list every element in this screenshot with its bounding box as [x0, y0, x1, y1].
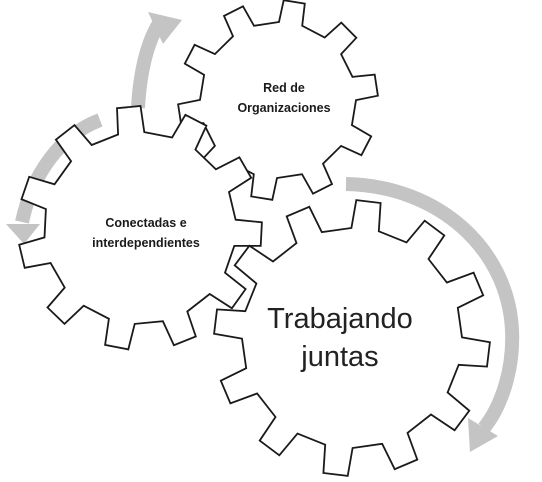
gear-trabajando-juntas [213, 199, 491, 477]
gear-red-de-organizaciones [177, 0, 379, 201]
gear-conectadas-e-interdependientes [18, 105, 263, 351]
arrow-top-head [148, 12, 182, 44]
arrow-top-curved [131, 18, 166, 109]
arrow-right-head [468, 418, 498, 452]
arrow-left-curved [15, 113, 103, 224]
gears-group [18, 0, 491, 477]
cycle-arrows [6, 12, 520, 452]
arrow-left-head [6, 224, 40, 244]
arrow-right-curved [345, 177, 520, 433]
